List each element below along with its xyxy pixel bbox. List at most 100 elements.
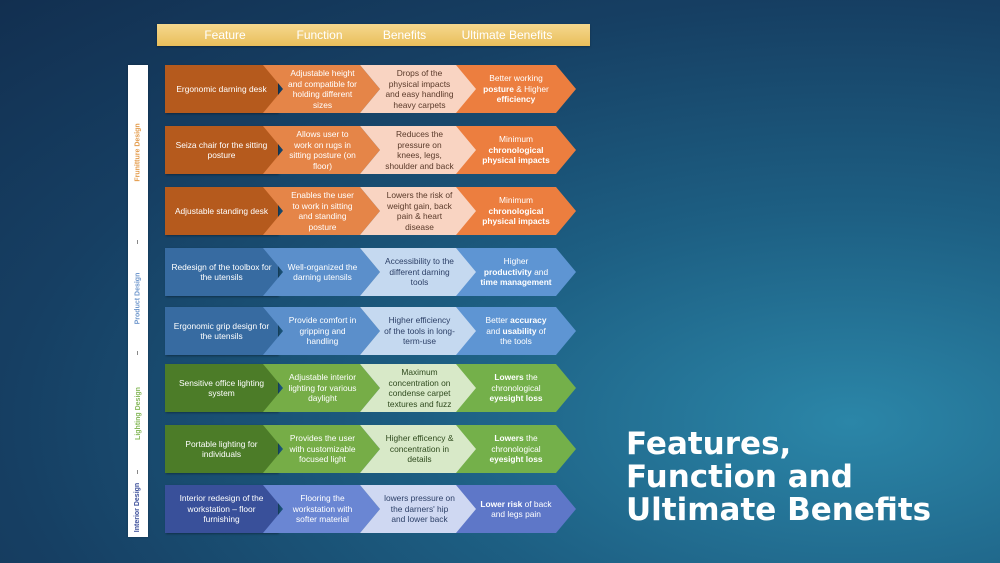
column-header-bar: Feature Function Benefits Ultimate Benef… — [157, 24, 590, 46]
category-separator — [137, 240, 138, 244]
ultimate-benefit-chevron: Lowers the chronological eyesight loss — [456, 425, 576, 473]
ultimate-benefit-chevron: Higher productivity and time management — [456, 248, 576, 296]
ultimate-text-part: Better — [485, 315, 511, 326]
function-chevron: Flooring the workstation with softer mat… — [263, 485, 380, 533]
ultimate-benefit-text: Lowers the chronological eyesight loss — [480, 372, 552, 404]
ultimate-emphasis: Lower risk — [480, 498, 523, 509]
benefit-chevron-text: lowers pressure on the darners' hip and … — [384, 493, 455, 525]
ultimate-benefit-chevron: Minimum chronological physical impacts — [456, 187, 576, 235]
function-chevron: Provides the user with customizable focu… — [263, 425, 380, 473]
function-chevron-text: Provide comfort in gripping and handling — [288, 315, 357, 347]
ultimate-benefit-text: Lower risk of back and legs pain — [480, 499, 552, 520]
category-separator — [137, 351, 138, 355]
function-chevron: Allows user to work on rugs in sitting p… — [263, 126, 380, 174]
feature-row: Interior redesign of the workstation – f… — [165, 485, 576, 533]
ultimate-text-part: Minimum — [499, 134, 533, 145]
feature-cell: Portable lighting for individuals — [165, 425, 278, 473]
ultimate-emphasis: Lowers — [494, 372, 524, 383]
ultimate-benefit-text: Higher productivity and time management — [480, 256, 552, 288]
category-interior-design: Interior Design — [134, 482, 142, 532]
feature-row: Sensitive office lighting system Adjustab… — [165, 364, 576, 412]
function-chevron-text: Adjustable interior lighting for various… — [288, 372, 357, 404]
function-chevron-text: Allows user to work on rugs in sitting p… — [289, 129, 356, 171]
feature-cell-text: Redesign of the toolbox for the utensils — [171, 261, 272, 283]
ultimate-benefit-chevron: Better working posture & Higher efficien… — [456, 65, 576, 113]
function-chevron-text: Adjustable height and compatible for hol… — [288, 68, 357, 110]
ultimate-benefit-text: Minimum chronological physical impacts — [480, 195, 552, 227]
ultimate-benefit-text: Lowers the chronological eyesight loss — [480, 433, 552, 465]
benefit-chevron-text: Maximum concentration on condense carpet… — [387, 367, 452, 409]
ultimate-text-part: Higher — [503, 256, 529, 267]
feature-row: Ergonomic grip design for the utensils Pr… — [165, 307, 576, 355]
title-line: Function and — [626, 459, 853, 495]
function-chevron: Well-organized the darning utensils — [263, 248, 380, 296]
feature-cell-text: Seiza chair for the sitting posture — [175, 139, 268, 161]
feature-cell-text: Ergonomic darning desk — [176, 83, 267, 94]
benefit-chevron-text: Drops of the physical impacts and easy h… — [385, 68, 454, 110]
benefit-chevron-text: Higher efficency & concentration in deta… — [385, 433, 454, 465]
feature-row: Ergonomic darning desk Adjustable height … — [165, 65, 576, 113]
feature-cell-text: Interior redesign of the workstation – f… — [179, 493, 264, 525]
feature-row: Portable lighting for individuals Provide… — [165, 425, 576, 473]
header-feature: Feature — [204, 28, 246, 42]
ultimate-emphasis: Lowers — [494, 433, 524, 444]
category-separator — [137, 470, 138, 474]
header-benefits: Benefits — [382, 28, 427, 42]
feature-cell-text: Ergonomic grip design for the utensils — [173, 320, 270, 342]
category-furniture-design: Frunitture Design — [134, 123, 142, 182]
ultimate-text-part: of back and legs pain — [491, 498, 552, 519]
ultimate-text-part: Better working — [489, 73, 543, 84]
ultimate-text-part: Minimum — [499, 195, 533, 206]
ultimate-benefit-text: Minimum chronological physical impacts — [480, 134, 552, 166]
feature-cell: Adjustable standing desk — [165, 187, 278, 235]
ultimate-text-part: & Higher — [513, 83, 549, 94]
feature-cell: Redesign of the toolbox for the utensils — [165, 248, 278, 296]
function-chevron-text: Well-organized the darning utensils — [287, 261, 358, 282]
ultimate-emphasis: efficiency — [496, 94, 536, 105]
benefit-chevron-text: Lowers the risk of weight gain, back pai… — [386, 190, 453, 232]
ultimate-benefit-text: Better accuracy and usability of the too… — [480, 315, 552, 347]
function-chevron: Adjustable height and compatible for hol… — [263, 65, 380, 113]
ultimate-benefit-chevron: Lower risk of back and legs pain — [456, 485, 576, 533]
ultimate-benefit-chevron: Better accuracy and usability of the too… — [456, 307, 576, 355]
function-chevron-text: Enables the user to work in sitting and … — [291, 190, 354, 232]
ultimate-text-part: the chronological — [491, 433, 541, 454]
ultimate-emphasis: accuracy — [510, 315, 547, 326]
ultimate-emphasis: eyesight loss — [489, 393, 543, 404]
ultimate-text-part: the chronological — [491, 372, 541, 393]
ultimate-emphasis: posture — [483, 83, 514, 94]
benefit-chevron: Drops of the physical impacts and easy h… — [360, 65, 477, 113]
benefit-chevron: lowers pressure on the darners' hip and … — [360, 485, 477, 533]
feature-cell: Seiza chair for the sitting posture — [165, 126, 278, 174]
ultimate-benefit-text: Better working posture & Higher efficien… — [480, 73, 552, 105]
ultimate-emphasis: eyesight loss — [489, 454, 543, 465]
ultimate-emphasis: usability — [502, 325, 537, 336]
feature-cell-text: Adjustable standing desk — [174, 205, 269, 216]
feature-cell-text: Portable lighting for individuals — [185, 438, 258, 460]
category-lighting-design: Lighting Design — [134, 386, 142, 440]
ultimate-text-part: and — [486, 325, 503, 336]
ultimate-emphasis: chronological physical impacts — [482, 205, 550, 227]
benefit-chevron-text: Accessibility to the different darning t… — [385, 256, 454, 288]
slide-title: Features, Function and Ultimate Benefits — [626, 428, 966, 527]
function-chevron: Adjustable interior lighting for various… — [263, 364, 380, 412]
benefit-chevron: Higher efficency & concentration in deta… — [360, 425, 477, 473]
title-line: Features, — [626, 426, 792, 462]
title-line: Ultimate Benefits — [626, 492, 932, 528]
feature-row: Redesign of the toolbox for the utensils… — [165, 248, 576, 296]
header-function: Function — [296, 28, 343, 42]
ultimate-text-part: and — [531, 266, 549, 277]
feature-cell: Sensitive office lighting system — [165, 364, 278, 412]
feature-cell: Interior redesign of the workstation – f… — [165, 485, 278, 533]
ultimate-benefit-chevron: Lowers the chronological eyesight loss — [456, 364, 576, 412]
header-ultimate-benefits: Ultimate Benefits — [461, 28, 553, 42]
function-chevron: Enables the user to work in sitting and … — [263, 187, 380, 235]
feature-cell-text: Sensitive office lighting system — [178, 377, 265, 399]
category-product-design: Product Design — [134, 272, 142, 324]
feature-cell: Ergonomic darning desk — [165, 65, 278, 113]
ultimate-emphasis: time management — [480, 277, 552, 288]
ultimate-benefit-chevron: Minimum chronological physical impacts — [456, 126, 576, 174]
function-chevron-text: Flooring the workstation with softer mat… — [292, 493, 353, 525]
function-chevron-text: Provides the user with customizable focu… — [289, 433, 356, 465]
function-chevron: Provide comfort in gripping and handling — [263, 307, 380, 355]
